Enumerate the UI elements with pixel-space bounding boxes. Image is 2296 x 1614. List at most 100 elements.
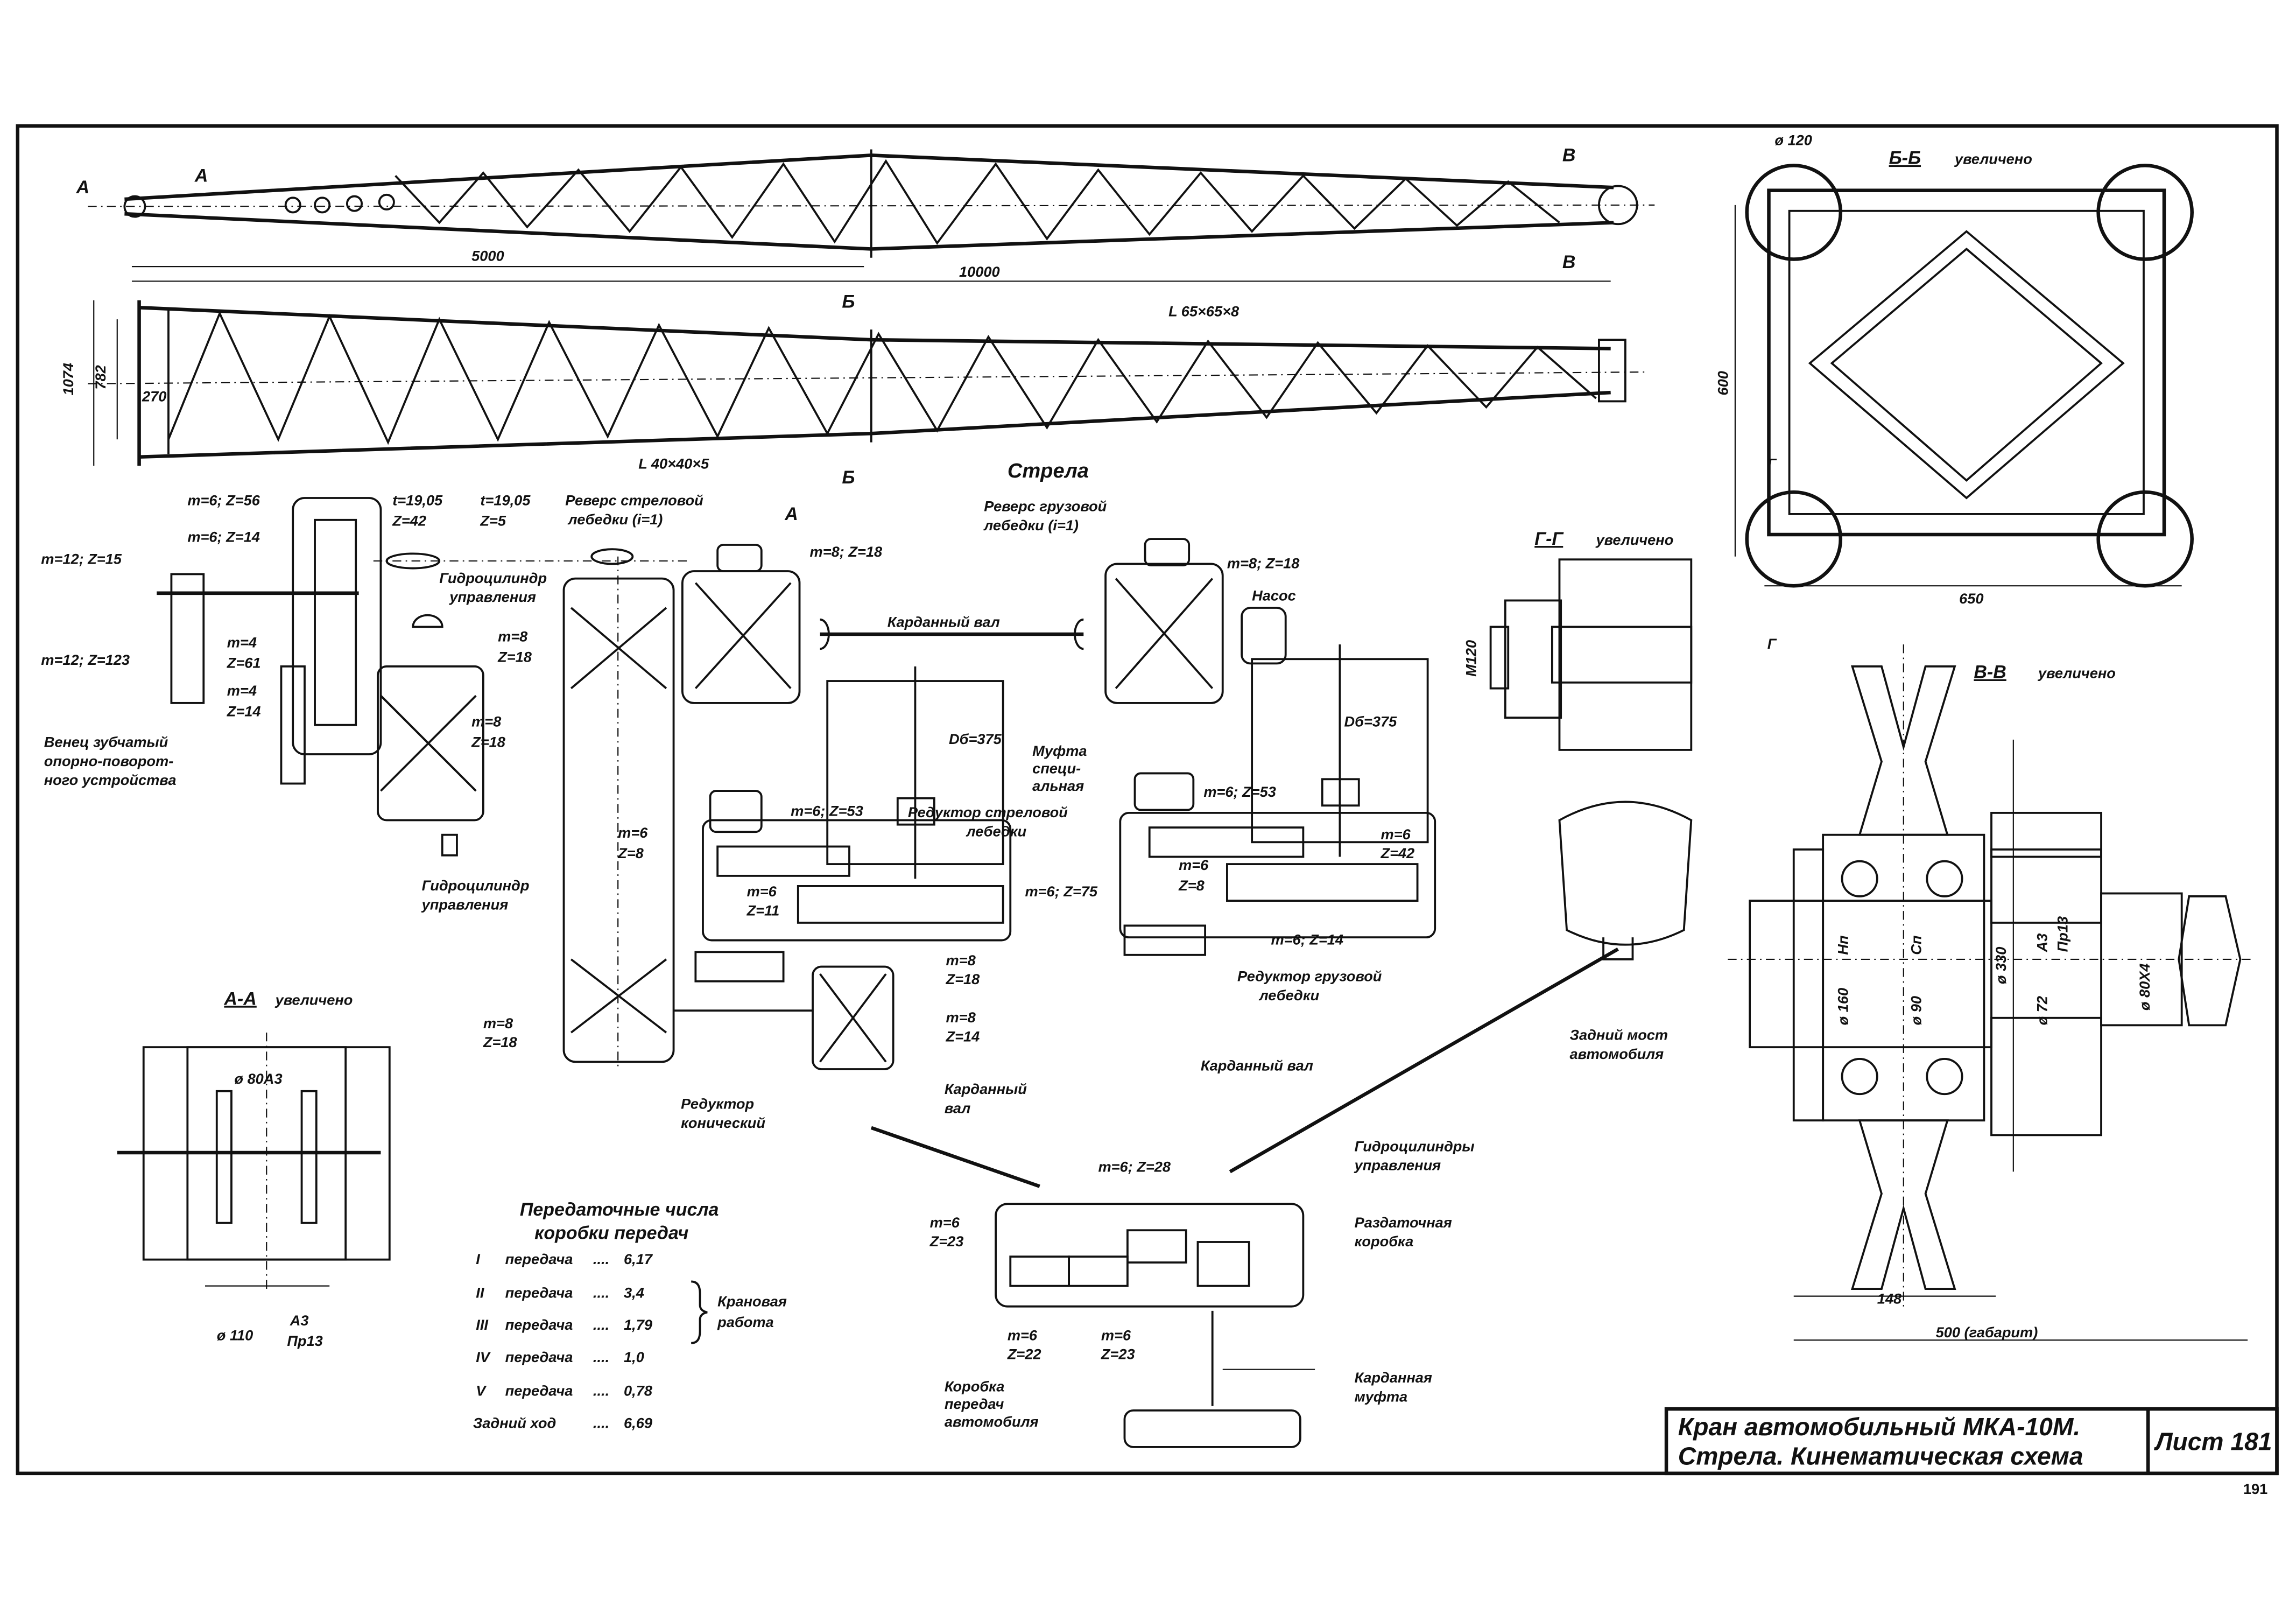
gear-num: III bbox=[476, 1316, 489, 1333]
label-rev-load-1: Реверс грузовой bbox=[984, 497, 1107, 514]
label-hyds-1: Гидроцилиндры bbox=[1355, 1138, 1475, 1154]
gear-value: 1,0 bbox=[624, 1349, 644, 1365]
label-drum-load: Dб=375 bbox=[1344, 713, 1398, 729]
boom-plan-view: A A В В 5000 10000 bbox=[76, 145, 1655, 282]
section-vv-cn: Сп bbox=[1907, 935, 1924, 955]
label-pump: Насос bbox=[1252, 587, 1296, 604]
section-bb-dim-600: 600 bbox=[1714, 371, 1731, 395]
label-hyd-bottom-2: управления bbox=[421, 896, 509, 913]
label-z42b: Z=42 bbox=[1381, 845, 1415, 861]
label-transfer-1: Раздаточная bbox=[1355, 1214, 1452, 1231]
label-z18-a: Z=18 bbox=[497, 649, 532, 665]
section-mark-a: A bbox=[76, 177, 90, 198]
gear-dots: .... bbox=[593, 1316, 609, 1333]
label-z18-d: Z=18 bbox=[946, 971, 981, 987]
label-m6-z23-b: m=6 bbox=[1101, 1327, 1131, 1343]
label-red-boom-1: Редуктор стреловой bbox=[908, 804, 1068, 820]
label-m6-z8-a: m=6 bbox=[618, 824, 648, 841]
gear-ratio-row: II передача .... 3,4 bbox=[476, 1284, 644, 1301]
dim-1074: 1074 bbox=[60, 363, 76, 395]
label-red-boom-2: лебедки bbox=[966, 823, 1027, 839]
section-vv-hn: Нп bbox=[1834, 935, 1851, 955]
label-ring-2: опорно-поворот- bbox=[44, 753, 174, 769]
label-gb-1: Коробка bbox=[945, 1378, 1005, 1394]
label-m8-a: m=8 bbox=[498, 628, 528, 645]
label-z11: Z=11 bbox=[746, 902, 780, 918]
rear-axle-housing bbox=[1558, 801, 1693, 946]
label-m6-z8-b: m=6 bbox=[1179, 857, 1209, 873]
label-m6z53-a: m=6; Z=53 bbox=[791, 802, 863, 819]
label-hyd-top-1: Гидроцилиндр bbox=[439, 570, 547, 586]
label-axle-2: автомобиля bbox=[1570, 1045, 1664, 1062]
gear-num: II bbox=[476, 1284, 485, 1301]
label-gb-3: автомобиля bbox=[945, 1413, 1039, 1430]
section-bb-title: Б-Б bbox=[1889, 148, 1921, 169]
label-ring-3: ного устройства bbox=[44, 771, 177, 788]
section-mark-g-top: Г bbox=[1767, 455, 1777, 472]
label-z5: Z=5 bbox=[480, 513, 506, 529]
gear-dots: .... bbox=[593, 1349, 609, 1365]
label-z61: Z=61 bbox=[227, 655, 261, 671]
section-gg: Г-Г увеличено M120 bbox=[1462, 529, 1693, 751]
section-aa: A-A увеличено ø 80A3 ø 110 A3 Пр13 bbox=[117, 988, 391, 1349]
gear-label: передача bbox=[505, 1349, 573, 1365]
section-gg-title: Г-Г bbox=[1534, 529, 1564, 549]
scheme-labels: m=6; Z=56 m=6; Z=14 m=12; Z=15 m=12; Z=1… bbox=[41, 492, 1668, 1430]
section-mark-b-top: Б bbox=[842, 291, 855, 312]
label-rev-boom-2: лебедки (i=1) bbox=[567, 511, 663, 528]
label-m4-b: m=4 bbox=[227, 682, 257, 699]
label-mark-a: A bbox=[784, 504, 798, 524]
gear-num: V bbox=[476, 1383, 487, 1399]
label-m8z18-b: m=8; Z=18 bbox=[1227, 555, 1300, 572]
label-cmuf-2: муфта bbox=[1355, 1388, 1408, 1405]
section-bb-dia: ø 120 bbox=[1774, 131, 1812, 148]
label-gb-2: передач bbox=[945, 1395, 1004, 1412]
gear-num: IV bbox=[476, 1349, 491, 1365]
section-vv-d90: ø 90 bbox=[1907, 996, 1924, 1025]
gear-value: 0,78 bbox=[624, 1383, 653, 1399]
label-red-con-2: конический bbox=[681, 1114, 765, 1131]
label-m6z14: m=6; Z=14 bbox=[187, 529, 260, 545]
dim-5000: 5000 bbox=[471, 247, 504, 264]
label-z14: Z=14 bbox=[227, 703, 261, 719]
title-block: Кран автомобильный МКА-10М. Стрела. Кине… bbox=[1664, 1407, 2279, 1497]
label-m8z18-a: m=8; Z=18 bbox=[810, 543, 883, 560]
label-z8-a: Z=8 bbox=[617, 845, 644, 861]
section-gg-thread: M120 bbox=[1462, 640, 1479, 677]
sheet-number: Лист 181 bbox=[2154, 1427, 2272, 1455]
gear-ratios-title-1: Передаточные числа bbox=[520, 1199, 719, 1220]
gear-value: 6,17 bbox=[624, 1251, 653, 1267]
crane-work-2: работа bbox=[717, 1314, 773, 1330]
label-clutch-1: Муфта bbox=[1032, 742, 1087, 759]
label-m6z14: m=6; Z=14 bbox=[1271, 931, 1344, 948]
label-m6z53-b: m=6; Z=53 bbox=[1203, 783, 1276, 800]
label-red-load-2: лебедки bbox=[1258, 987, 1320, 1004]
label-m8-b: m=8 bbox=[471, 713, 502, 729]
section-mark-v-bottom: В bbox=[1562, 252, 1576, 272]
section-vv-d80: ø 80Х4 bbox=[2136, 963, 2153, 1010]
gear-ratios-table: Передаточные числа коробки передач I пер… bbox=[473, 1199, 787, 1431]
label-cmuf-1: Карданная bbox=[1355, 1369, 1432, 1386]
label-drum-boom: Dб=375 bbox=[949, 731, 1002, 747]
label-red-con-1: Редуктор bbox=[681, 1095, 754, 1112]
sheet-frame bbox=[16, 124, 2279, 1476]
gear-ratios-title-2: коробки передач bbox=[534, 1223, 688, 1244]
section-aa-d110: ø 110 bbox=[217, 1327, 253, 1343]
gear-value: 1,79 bbox=[624, 1316, 652, 1333]
label-z23-b: Z=23 bbox=[1101, 1346, 1135, 1363]
label-t1: t=19,05 bbox=[392, 492, 443, 509]
title-line-2: Стрела. Кинематическая схема bbox=[1678, 1442, 2083, 1470]
page-number: 191 bbox=[2243, 1480, 2267, 1497]
section-aa-title: A-A bbox=[223, 988, 256, 1009]
gear-value: 6,69 bbox=[624, 1414, 652, 1431]
gear-ratio-row: I передача .... 6,17 bbox=[476, 1251, 653, 1267]
section-vv-dim-148: 148 bbox=[1877, 1290, 1902, 1307]
label-m6-z11: m=6 bbox=[747, 883, 777, 900]
gear-ratio-row: III передача .... 1,79 bbox=[476, 1316, 652, 1333]
gear-value: 3,4 bbox=[624, 1284, 644, 1301]
section-bb-suffix: увеличено bbox=[1954, 151, 2032, 167]
label-m6z28: m=6; Z=28 bbox=[1098, 1158, 1171, 1175]
angle-large-label: L 65×65×8 bbox=[1168, 303, 1239, 320]
label-m8-e: m=8 bbox=[946, 1009, 976, 1026]
